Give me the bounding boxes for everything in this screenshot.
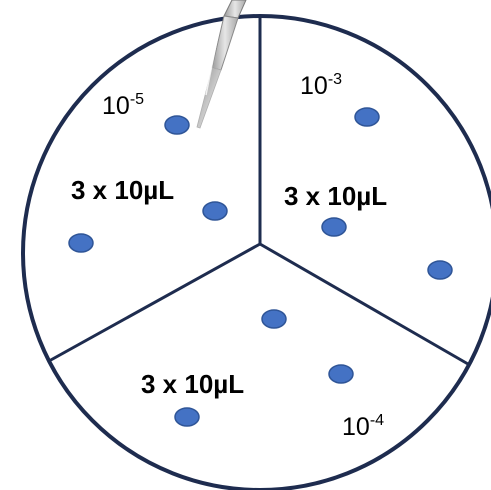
volume-label-bottom: 3 x 10µL <box>141 369 244 399</box>
dilution-label-left: 10-5 <box>102 91 144 120</box>
spot <box>328 364 354 384</box>
pipette-tip-icon <box>196 0 247 129</box>
sector-divider-left <box>48 242 261 363</box>
spot <box>321 217 347 237</box>
sector-bottom: 3 x 10µL 10-4 <box>141 309 384 441</box>
dilution-label-bottom: 10-4 <box>342 412 384 441</box>
spot <box>68 233 94 253</box>
spot <box>164 115 190 135</box>
volume-label-right: 3 x 10µL <box>284 181 387 211</box>
spot <box>261 309 287 329</box>
spot <box>354 107 380 127</box>
sector-right: 10-3 3 x 10µL <box>284 71 453 280</box>
sector-left: 10-5 3 x 10µL <box>68 91 228 253</box>
spot <box>427 260 453 280</box>
spot <box>202 201 228 221</box>
spot <box>174 407 200 427</box>
volume-label-left: 3 x 10µL <box>71 175 174 205</box>
dilution-label-right: 10-3 <box>300 71 342 100</box>
sector-divider-right <box>259 242 469 366</box>
petri-plate-outline <box>21 14 491 490</box>
